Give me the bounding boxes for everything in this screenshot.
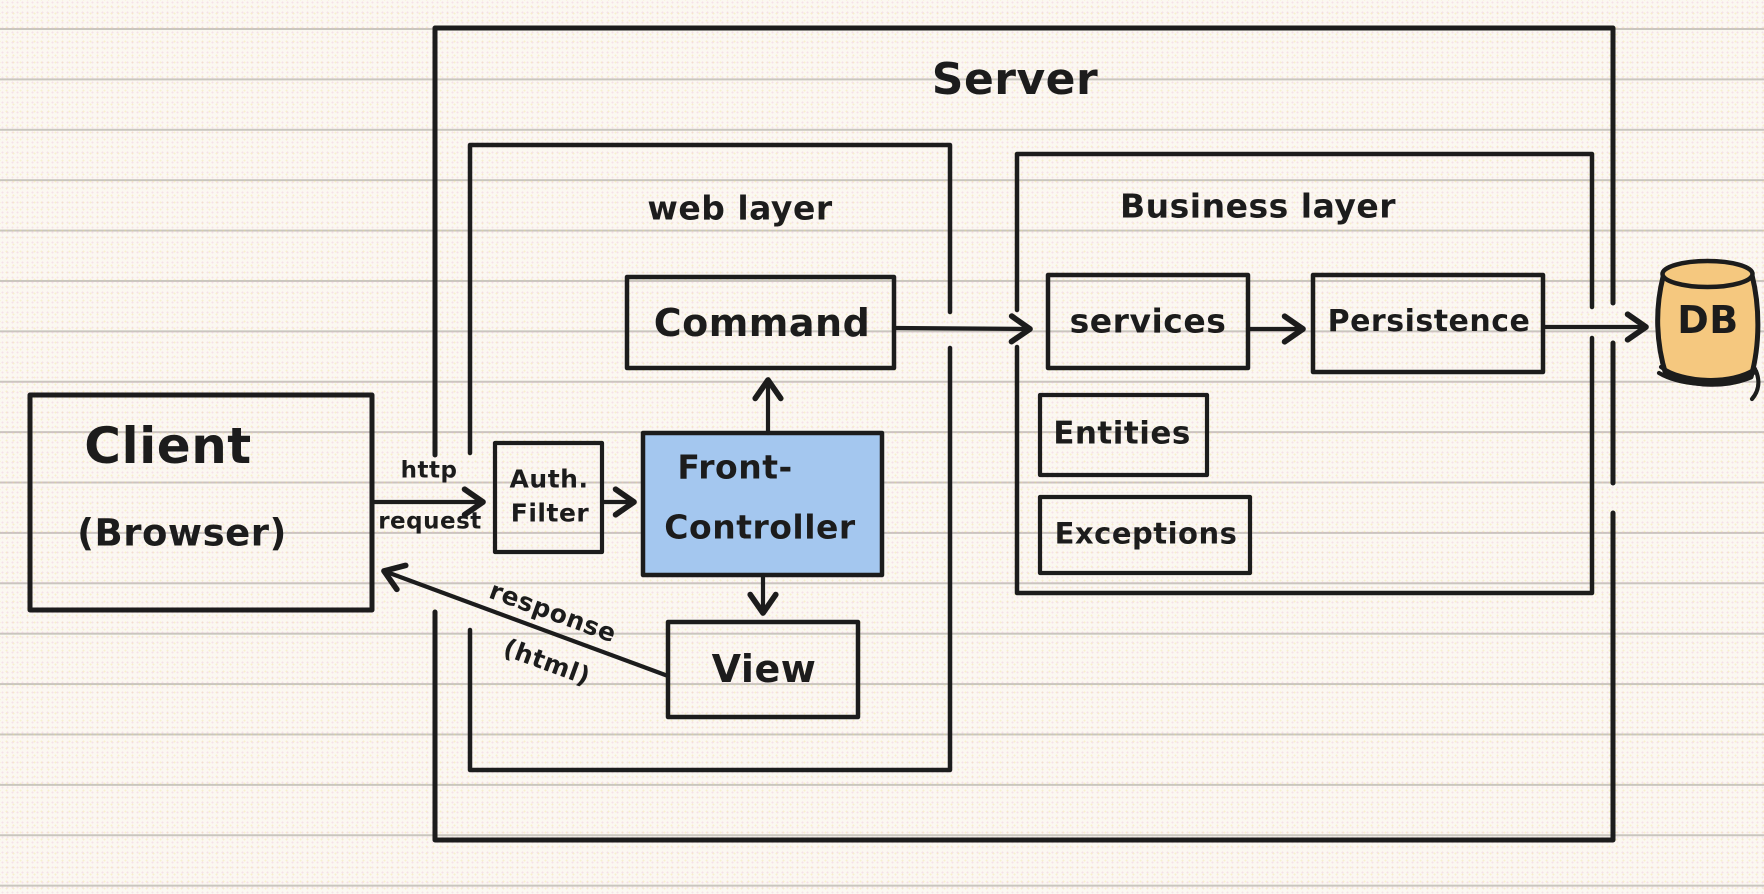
http-request-label-line2: request [378,508,482,535]
front-controller-box [640,430,885,578]
command-box [624,274,897,371]
front-controller-label-line1: Front- [677,447,793,487]
persistence-box [1310,272,1546,375]
exceptions-box [1037,494,1253,576]
arrow-command-to-services [891,313,1033,345]
web-layer-label: web layer [647,188,833,228]
auth-filter-box [492,440,605,555]
server-box [432,25,1616,843]
server-label: Server [931,54,1099,105]
arrow-view-to-client-response [381,562,671,679]
entities-label: Entities [1053,415,1191,452]
front-controller-label-line2: Controller [664,507,856,547]
view-box [665,619,861,720]
db-cylinder [1655,258,1761,402]
entities-box [1037,392,1210,478]
exceptions-label: Exceptions [1054,516,1238,551]
db-label: DB [1677,298,1739,342]
services-label: services [1069,301,1227,341]
db-top-rim [1660,258,1755,290]
client-label-line2: (Browser) [77,511,287,555]
auth-filter-label-line1: Auth. [509,464,589,494]
persistence-label: Persistence [1327,304,1531,339]
http-request-label-line1: http [400,457,458,484]
db-bottom-rim-2 [1656,368,1761,402]
business-layer-label: Business layer [1120,186,1396,226]
web-layer-box [467,142,953,773]
auth-filter-label-line2: Filter [510,498,590,528]
command-label: Command [653,301,871,345]
client-label-line1: Client [84,417,252,475]
services-box [1045,272,1251,371]
db-bottom-rim [1658,364,1758,383]
view-label: View [711,647,817,691]
business-layer-box [1014,151,1595,596]
